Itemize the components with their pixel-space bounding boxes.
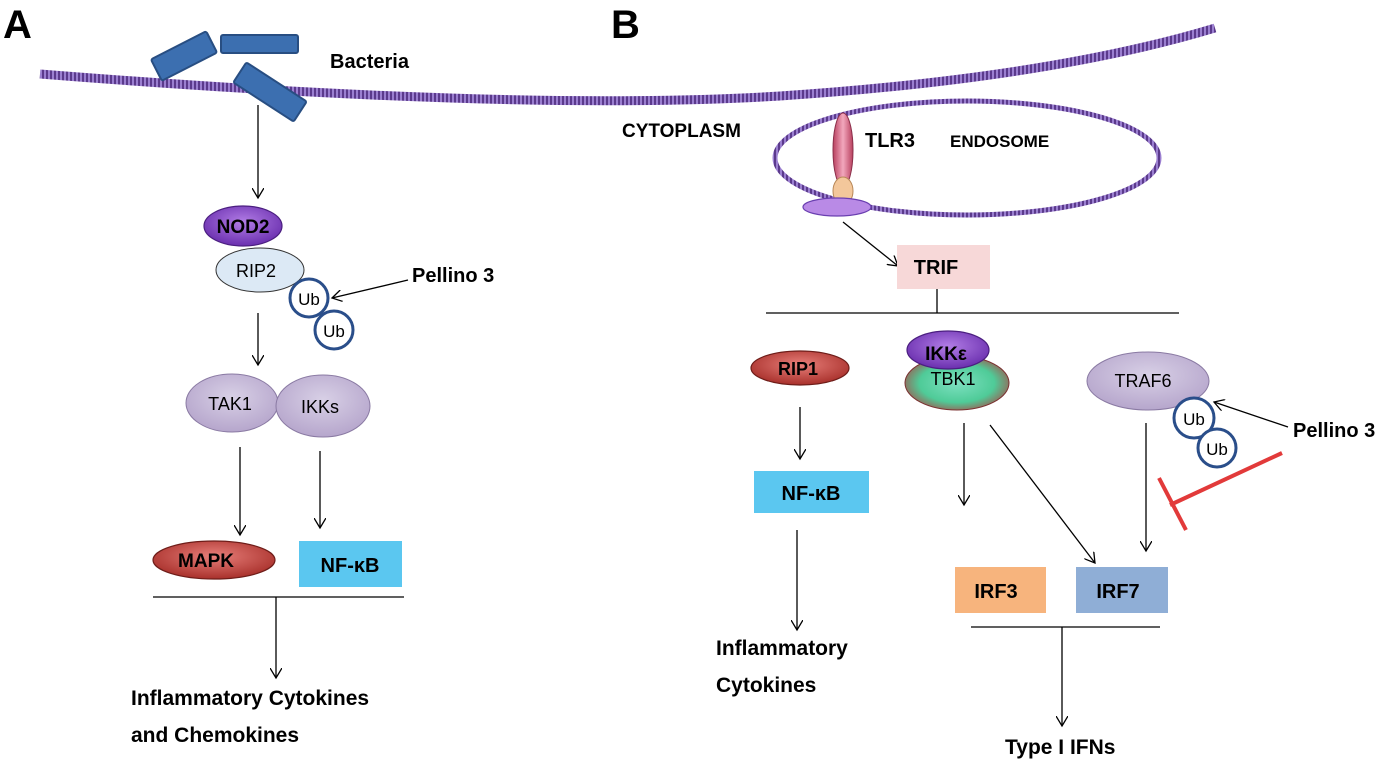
nod2-label: NOD2: [217, 217, 270, 238]
ikks-label: IKKs: [301, 397, 339, 417]
arrow-tlr3-trif: [842, 221, 898, 266]
output-a-line1: Inflammatory Cytokines: [131, 687, 369, 710]
output-a-line2: and Chemokines: [131, 724, 299, 747]
ub-b1-node: [1172, 396, 1216, 440]
nfkb-b-node: [754, 471, 869, 513]
mapk-node: [152, 540, 276, 580]
ub-a1-label: Ub: [298, 290, 320, 309]
trif-label: TRIF: [914, 257, 958, 279]
ikks-node: [275, 374, 371, 438]
ub-b1-label: Ub: [1183, 410, 1205, 429]
irf7-label: IRF7: [1096, 581, 1139, 603]
tlr3-label: TLR3: [865, 130, 915, 152]
traf6-node: [1086, 351, 1210, 411]
tlr3-receptor-icon: [802, 112, 872, 217]
nfkb-a-node: [299, 541, 402, 587]
bacteria-label: Bacteria: [330, 51, 410, 73]
irf3-node: [955, 567, 1046, 613]
output-b-left-line1: Inflammatory: [716, 637, 848, 660]
nod2-node: [203, 205, 283, 247]
ikke-node: [906, 330, 990, 370]
pellino3-b-label: Pellino 3: [1293, 420, 1375, 442]
ub-a1-node: [288, 277, 330, 319]
tbk1-label: TBK1: [930, 369, 975, 389]
trif-node: [897, 245, 990, 289]
traf6-label: TRAF6: [1114, 371, 1171, 391]
rip2-node: [215, 247, 305, 293]
rip2-label: RIP2: [236, 261, 276, 281]
rip1-node: [750, 350, 850, 386]
mapk-label: MAPK: [178, 551, 234, 572]
endosome-label: ENDOSOME: [950, 132, 1049, 151]
output-b-left-line2: Cytokines: [716, 674, 816, 697]
inhibition-marker: [1157, 451, 1283, 531]
ub-a2-label: Ub: [323, 322, 345, 341]
nfkb-b-label: NF-κB: [782, 483, 841, 505]
nfkb-a-label: NF-κB: [321, 555, 380, 577]
pellino3-a-label: Pellino 3: [412, 265, 494, 287]
cytoplasm-label: CYTOPLASM: [622, 121, 741, 142]
tak1-label: TAK1: [208, 394, 252, 414]
irf3-label: IRF3: [974, 581, 1017, 603]
output-b-right: Type I IFNs: [1005, 736, 1115, 759]
ub-b2-label: Ub: [1206, 440, 1228, 459]
arrow-tbk1-irf7: [989, 424, 1095, 563]
panel-b-label: B: [611, 3, 640, 47]
ub-b2-node: [1196, 427, 1238, 469]
arrow-pellino3-ub-b: [1214, 402, 1289, 428]
panel-a-label: A: [3, 3, 32, 47]
irf7-node: [1076, 567, 1168, 613]
rip1-label: RIP1: [778, 359, 818, 379]
ikke-label: IKKε: [925, 344, 967, 365]
bacteria-icon: [150, 30, 307, 122]
ub-a2-node: [313, 309, 355, 351]
plasma-membrane: [39, 23, 1217, 106]
endosome-membrane: [772, 98, 1162, 218]
arrow-pellino3-ub-a: [332, 279, 409, 298]
